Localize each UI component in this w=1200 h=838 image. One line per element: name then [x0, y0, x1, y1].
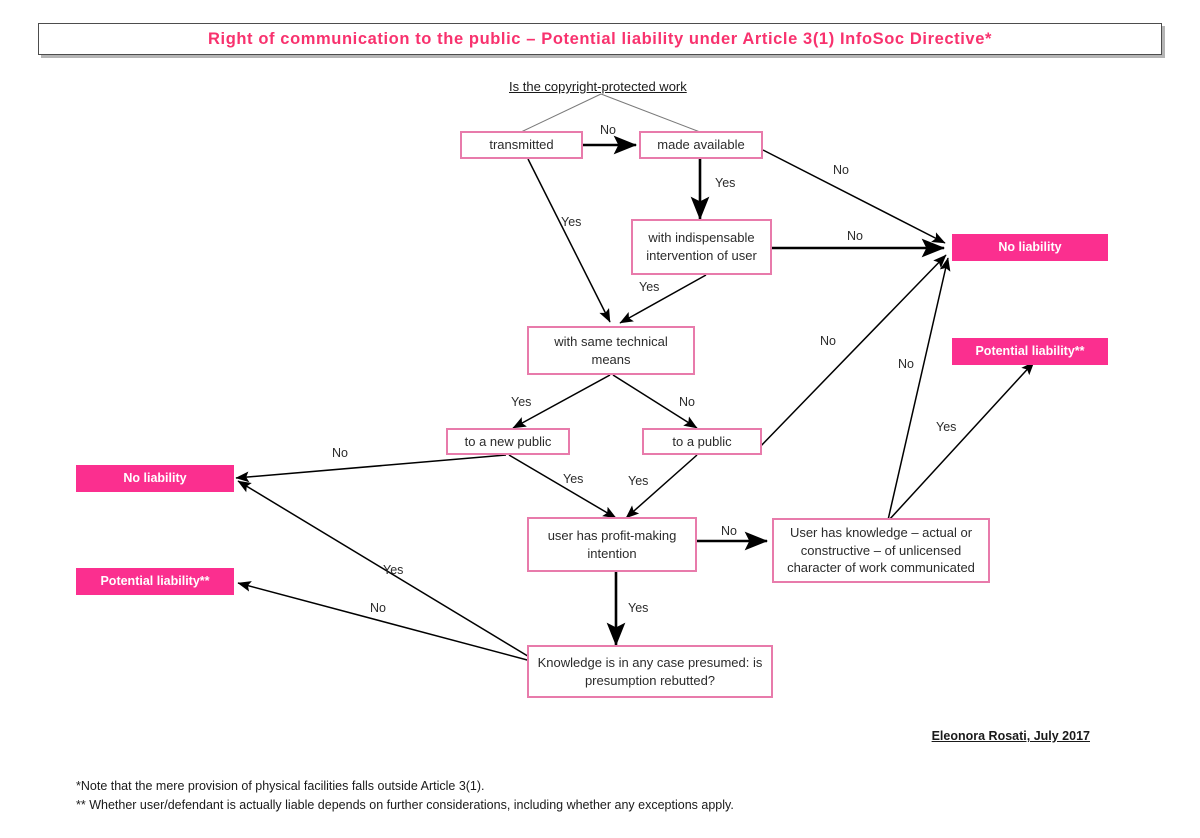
edge-label-new-public-yes: Yes: [563, 472, 584, 486]
node-potential-liability-right[interactable]: Potential liability**: [952, 338, 1108, 365]
edge-presumption-no: [237, 581, 532, 662]
node-with-indispensable-intervention-label: with indispensable intervention of user: [646, 230, 757, 263]
edge-knowledge-no: [887, 257, 951, 521]
node-to-a-public-label: to a public: [672, 433, 732, 449]
edge-label-presumption-yes: Yes: [383, 563, 404, 577]
edge-new-public-no: [235, 454, 507, 483]
edge-root-to-transmitted: [520, 93, 602, 133]
node-transmitted[interactable]: transmitted: [460, 131, 583, 159]
edge-label-transmitted-yes: Yes: [561, 215, 582, 229]
edge-label-knowledge-no: No: [898, 357, 914, 371]
node-no-liability-left[interactable]: No liability: [76, 465, 234, 492]
edge-label-profit-no: No: [721, 524, 737, 538]
node-user-has-knowledge-label: User has knowledge – actual or construct…: [787, 525, 975, 576]
edge-label-presumption-no: No: [370, 601, 386, 615]
root-question-label: Is the copyright-protected work: [509, 79, 687, 94]
edge-label-a-public-no: No: [820, 334, 836, 348]
node-to-a-new-public-label: to a new public: [464, 433, 552, 449]
edge-label-transmitted-no: No: [600, 123, 616, 137]
author-credit: Eleonora Rosati, July 2017: [931, 729, 1090, 743]
edge-transmitted-yes: [527, 158, 611, 323]
footnote-single-asterisk: *Note that the mere provision of physica…: [76, 779, 485, 793]
node-with-indispensable-intervention[interactable]: with indispensable intervention of user: [631, 219, 772, 275]
node-user-has-knowledge[interactable]: User has knowledge – actual or construct…: [772, 518, 990, 583]
edge-label-same-means-yes: Yes: [511, 395, 532, 409]
edge-label-indispensable-yes: Yes: [639, 280, 660, 294]
node-to-a-new-public[interactable]: to a new public: [446, 428, 570, 455]
footnote-double-asterisk: ** Whether user/defendant is actually li…: [76, 798, 734, 812]
edge-label-made-available-yes: Yes: [715, 176, 736, 190]
node-user-has-profit-making-intention[interactable]: user has profit-making intention: [527, 517, 697, 572]
node-knowledge-presumed[interactable]: Knowledge is in any case presumed: is pr…: [527, 645, 773, 698]
node-no-liability-left-label: No liability: [123, 471, 187, 486]
edge-label-indispensable-no: No: [847, 229, 863, 243]
node-made-available[interactable]: made available: [639, 131, 763, 159]
edge-label-profit-yes: Yes: [628, 601, 649, 615]
node-knowledge-presumed-label: Knowledge is in any case presumed: is pr…: [537, 654, 763, 688]
node-potential-liability-left-label: Potential liability**: [100, 574, 210, 589]
edge-label-a-public-yes: Yes: [628, 474, 649, 488]
node-user-has-profit-making-intention-label: user has profit-making intention: [547, 527, 677, 561]
node-no-liability-right[interactable]: No liability: [952, 234, 1108, 261]
edge-indispensable-yes: [619, 274, 707, 324]
edge-label-made-available-no: No: [833, 163, 849, 177]
node-with-same-technical-means[interactable]: with same technical means: [527, 326, 695, 375]
node-transmitted-label: transmitted: [489, 137, 554, 153]
node-potential-liability-left[interactable]: Potential liability**: [76, 568, 234, 595]
node-to-a-public[interactable]: to a public: [642, 428, 762, 455]
edge-knowledge-yes: [888, 361, 1035, 521]
node-made-available-label: made available: [657, 137, 745, 153]
node-no-liability-right-label: No liability: [998, 240, 1062, 255]
page-title: Right of communication to the public – P…: [208, 29, 992, 48]
edge-a-public-no: [754, 254, 947, 453]
edge-label-same-means-no: No: [679, 395, 695, 409]
edge-label-new-public-no: No: [332, 446, 348, 460]
edge-new-public-yes: [508, 454, 617, 519]
node-potential-liability-right-label: Potential liability**: [975, 344, 1085, 359]
page-title-bar: Right of communication to the public – P…: [38, 23, 1162, 55]
node-with-same-technical-means-label: with same technical means: [554, 333, 668, 367]
edge-label-knowledge-yes: Yes: [936, 420, 957, 434]
